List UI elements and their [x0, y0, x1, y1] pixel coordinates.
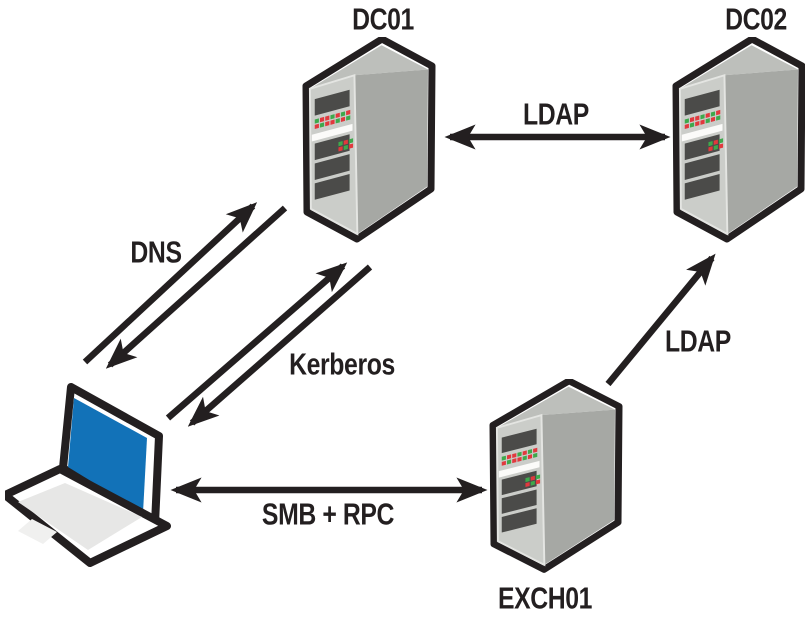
edge-label-ldap-exch01-dc02: LDAP	[665, 323, 731, 359]
laptop-icon	[5, 383, 177, 575]
edge-label-smb-rpc: SMB + RPC	[261, 496, 395, 532]
node-label-dc01: DC01	[352, 1, 414, 37]
edge-kerberos-response-arrow	[187, 264, 373, 427]
node-label-exch01: EXCH01	[497, 580, 593, 616]
edge-ldap-exch01-dc02-arrow	[605, 253, 716, 387]
edge-label-ldap-dc01-dc02: LDAP	[523, 96, 589, 132]
edge-label-kerberos: Kerberos	[289, 346, 395, 382]
server-icon-dc02	[672, 37, 805, 248]
edge-kerberos-request-arrow	[165, 262, 348, 421]
server-icon-dc01	[302, 37, 436, 248]
edge-dns-response-arrow	[105, 205, 288, 369]
server-icon-exch01	[489, 379, 623, 578]
edge-label-dns: DNS	[130, 234, 182, 270]
node-label-dc02: DC02	[725, 1, 787, 37]
edge-dns-request-arrow	[82, 202, 258, 365]
